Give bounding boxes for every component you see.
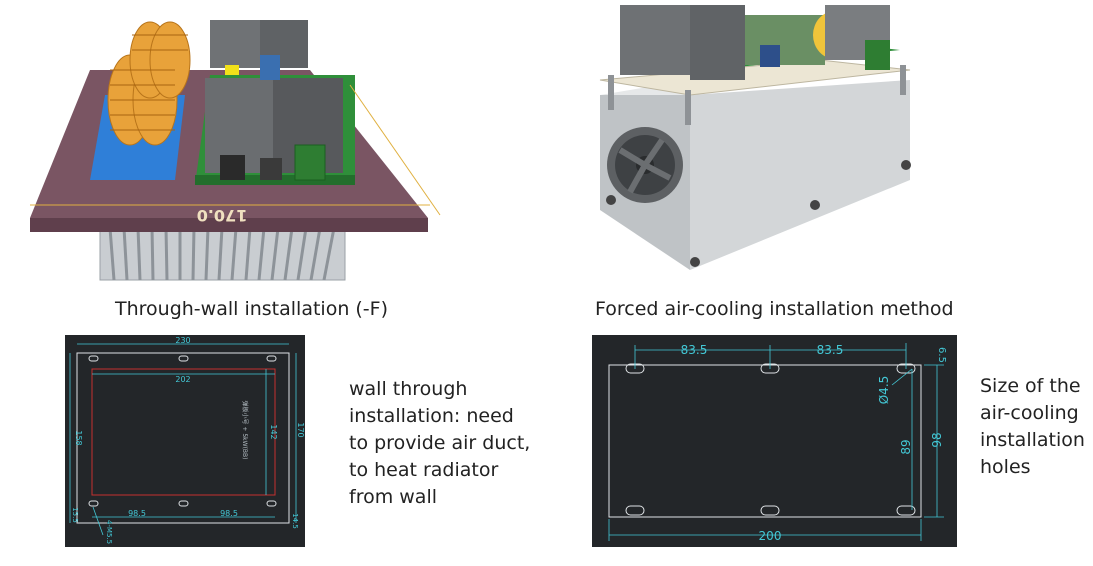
dim-margin-right: 14.5	[291, 513, 299, 529]
dim-hole-label: 4-M5.5	[105, 520, 113, 544]
dim-width: 200	[759, 529, 782, 543]
dim-hole-spacing-2: 98.5	[220, 509, 238, 518]
dim-height-inner: 142	[269, 424, 278, 439]
dim-spacing-1: 83.5	[681, 343, 708, 357]
through-wall-note: wall through installation: need to provi…	[349, 378, 531, 508]
air-cooling-drawing: 83.5 83.5 6.5 Ø4.5 89 98 200	[592, 335, 957, 547]
dim-width-inner: 202	[175, 375, 190, 384]
board-dimension-label: 170.0	[197, 206, 248, 225]
dim-height-left: 158	[74, 430, 83, 445]
dim-hole-spacing-1: 98.5	[128, 509, 146, 518]
dim-margin-left: 15.5	[71, 507, 79, 523]
through-wall-caption: Through-wall installation (-F)	[115, 298, 389, 320]
dim-inner-height: 89	[899, 439, 913, 454]
air-cooling-render	[590, 0, 920, 290]
air-cooling-note: Size of the air-cooling installation hol…	[980, 375, 1085, 478]
dim-width-outer: 230	[175, 336, 190, 345]
air-cooling-caption: Forced air-cooling installation method	[595, 298, 954, 320]
dim-hole-diameter: Ø4.5	[877, 376, 891, 405]
dim-top-margin: 6.5	[936, 347, 947, 363]
dim-outer-height: 98	[930, 432, 944, 447]
through-wall-render: 170.0	[10, 0, 460, 290]
dim-height-outer: 170	[296, 422, 305, 437]
dim-spacing-2: 83.5	[817, 343, 844, 357]
through-wall-drawing: 弹板小号 + 5kW(BB) 230 202 158 170 142 98.5 …	[65, 335, 305, 547]
drawing-side-text: 弹板小号 + 5kW(BB)	[241, 401, 249, 460]
